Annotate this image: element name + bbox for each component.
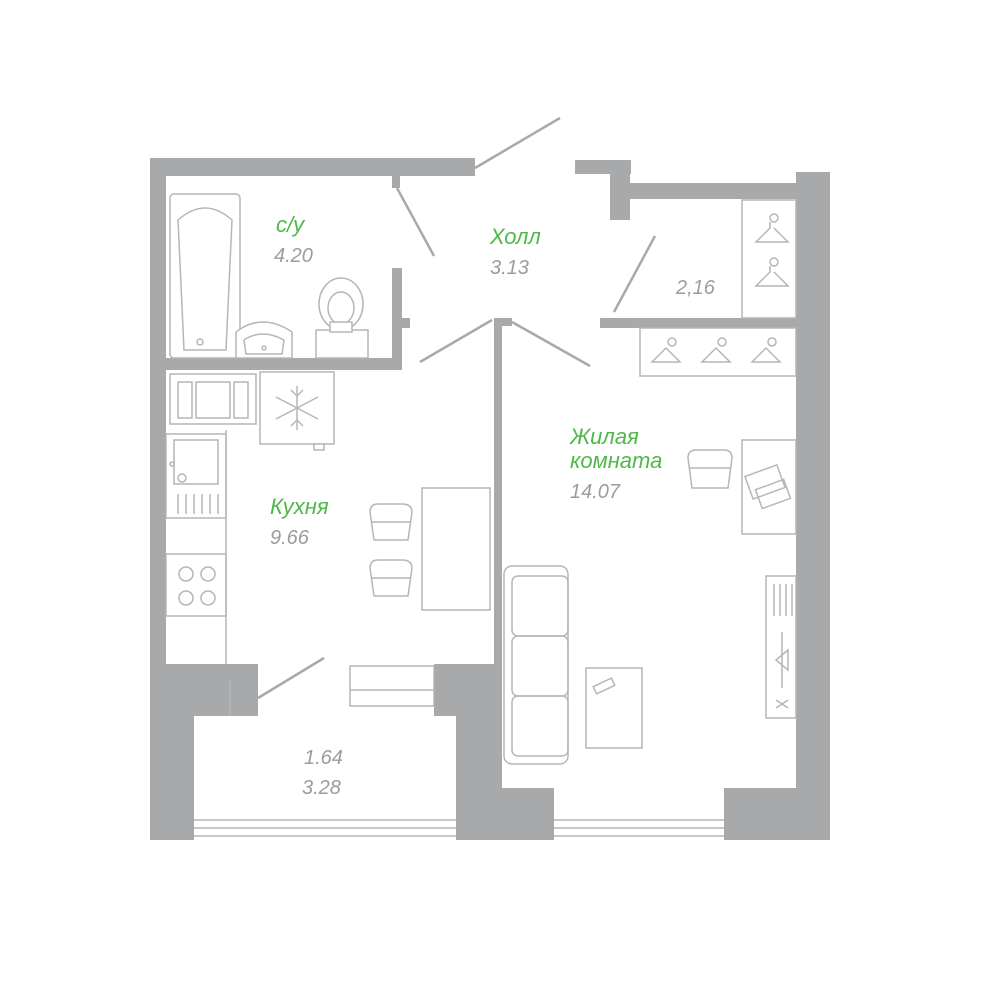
balcony-door xyxy=(257,656,325,700)
room-name-living-2: комната xyxy=(570,448,662,473)
fridge xyxy=(259,371,335,451)
living-door xyxy=(511,320,591,368)
toilet xyxy=(315,277,369,359)
room-name-bathroom: с/у xyxy=(276,212,306,237)
room-area-closet: 2,16 xyxy=(675,277,716,299)
snowflake-icon xyxy=(275,386,319,430)
washbasin xyxy=(235,321,293,359)
chair xyxy=(369,559,413,597)
room-area-bathroom: 4.20 xyxy=(274,245,313,267)
walls xyxy=(150,158,830,840)
hanger-icon xyxy=(650,337,682,363)
balcony-bench xyxy=(349,665,435,707)
room-name-hall: Холл xyxy=(489,224,541,249)
hanger-icon xyxy=(754,257,790,287)
laptop-icon xyxy=(743,463,792,510)
desk-chair xyxy=(687,449,733,489)
room-label-living: Жилая комната 14.07 xyxy=(569,424,662,503)
room-label-kitchen: Кухня 9.66 xyxy=(270,494,329,549)
room-name-living-1: Жилая xyxy=(569,424,639,449)
room-area-balcony-2: 3.28 xyxy=(302,777,341,799)
room-label-closet: 2,16 xyxy=(675,277,716,299)
closet-door xyxy=(612,235,657,313)
doors xyxy=(257,116,657,700)
desk xyxy=(741,439,797,535)
room-area-hall: 3.13 xyxy=(490,257,529,279)
dining-table xyxy=(421,487,491,611)
stove xyxy=(165,553,227,617)
chair xyxy=(369,503,413,541)
room-label-balcony: 1.64 3.28 xyxy=(302,747,343,799)
sink xyxy=(165,433,227,519)
room-area-kitchen: 9.66 xyxy=(270,527,310,549)
room-label-hall: Холл 3.13 xyxy=(489,224,541,279)
hanger-icon xyxy=(700,337,732,363)
remote-icon xyxy=(592,677,616,695)
kitchen-door xyxy=(419,318,493,364)
bathroom-door xyxy=(395,187,436,257)
windows xyxy=(194,680,724,837)
room-name-kitchen: Кухня xyxy=(270,494,329,519)
hanger-icon xyxy=(750,337,782,363)
bathtub xyxy=(169,193,241,359)
tv-icon xyxy=(774,632,789,688)
sofa xyxy=(503,565,569,765)
tv-stand xyxy=(765,575,797,719)
hanger-icon xyxy=(754,213,790,243)
hallway-wardrobe xyxy=(639,327,797,377)
room-area-living: 14.07 xyxy=(570,481,621,503)
closet-wardrobe xyxy=(741,199,797,319)
room-label-bathroom: с/у 4.20 xyxy=(274,212,313,267)
coffee-table xyxy=(585,667,643,749)
microwave xyxy=(169,373,257,425)
entrance-door xyxy=(474,116,561,170)
room-area-balcony-1: 1.64 xyxy=(304,747,343,769)
